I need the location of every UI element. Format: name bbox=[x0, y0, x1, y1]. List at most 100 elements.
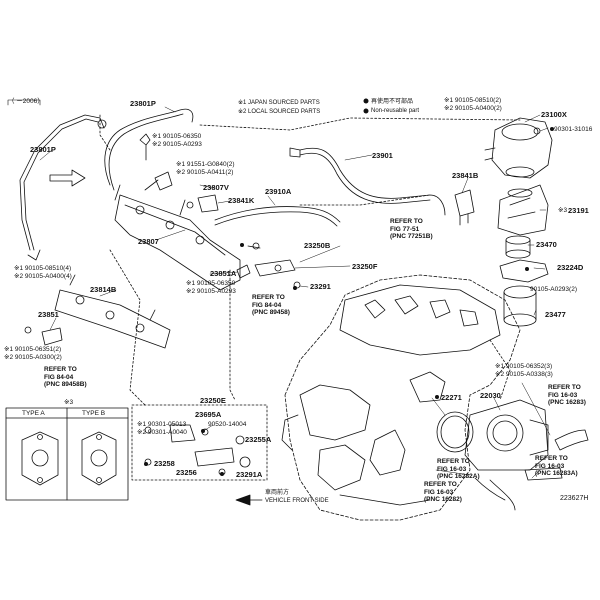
note-90105-06351: ※1 90105-06351(2) bbox=[4, 346, 62, 353]
refer-line-3: (PNC 77251B) bbox=[390, 233, 433, 240]
o-ring bbox=[507, 188, 533, 198]
refer-fig-77-51[interactable]: REFER TO FIG 77-51 (PNC 77251B) bbox=[390, 218, 433, 241]
water-hose-16283a bbox=[524, 467, 563, 481]
callout-23291: 23291 bbox=[310, 282, 331, 291]
legend-jp-nonreusable: 再使用不可部品 bbox=[371, 99, 414, 105]
callout-23801p-left: 23801P bbox=[30, 145, 56, 154]
callout-23256: 23256 bbox=[176, 468, 197, 477]
vehicle-front-en: VEHICLE FRONT SIDE bbox=[265, 498, 329, 504]
diagram-code: 223627H bbox=[560, 495, 589, 502]
refer-fig-84-04-b[interactable]: REFER TO FIG 84-04 (PNC 89458) bbox=[252, 294, 290, 317]
bolt bbox=[139, 133, 151, 161]
callout-2006: （ －2006） bbox=[8, 98, 44, 105]
note-90105-a0293: ※2 90105-A0293 bbox=[152, 141, 202, 148]
callout-23695a: 23695A bbox=[195, 410, 222, 419]
note-90105-08510-4: ※1 90105-08510(4) bbox=[14, 265, 72, 272]
pump-bracket bbox=[497, 184, 549, 236]
callout-23801p-top: 23801P bbox=[130, 99, 156, 108]
connector-23841b bbox=[454, 189, 475, 217]
refer-line-1: REFER TO bbox=[424, 481, 457, 488]
callout-23191: 23191 bbox=[568, 206, 589, 215]
callout-23851: 23851 bbox=[38, 310, 59, 319]
note-90520-14004: 90520-14004 bbox=[208, 421, 247, 428]
pulsation-damper bbox=[154, 171, 173, 191]
refer-line-1: REFER TO bbox=[44, 366, 77, 373]
callout-23224d: 23224D bbox=[557, 263, 584, 272]
note-90105-06352: ※1 90105-06352(3) bbox=[495, 363, 553, 370]
water-hose-16282 bbox=[474, 477, 506, 501]
note-90105-a0411: ※2 90105-A0411(2) bbox=[176, 169, 234, 176]
callout-23901: 23901 bbox=[372, 151, 393, 160]
refer-fig-16-03-16283[interactable]: REFER TO FIG 16-03 (PNC 16283) bbox=[548, 384, 586, 407]
water-hose-16283 bbox=[554, 429, 589, 451]
callout-23851a: 23851A bbox=[210, 269, 237, 278]
refer-fig-16-03-16283a[interactable]: REFER TO FIG 16-03 (PNC 16283A) bbox=[535, 455, 578, 478]
vehicle-front-arrow-icon bbox=[235, 494, 251, 506]
note-s3-box: ※3 bbox=[64, 399, 74, 406]
injector-assembly-box bbox=[131, 404, 268, 481]
refer-fig-16-03-16282[interactable]: REFER TO FIG 16-03 (PNC 16282) bbox=[424, 481, 462, 504]
callout-23470: 23470 bbox=[536, 240, 557, 249]
note-s3-23191: ※3 bbox=[558, 207, 568, 214]
refer-line-2: FIG 16-03 bbox=[548, 391, 578, 399]
refer-line-1: REFER TO bbox=[390, 218, 423, 225]
fuel-pipe-23801p bbox=[104, 108, 194, 186]
injector-23851 bbox=[41, 327, 63, 346]
callout-23258: 23258 bbox=[154, 459, 175, 468]
callout-23255a: 23255A bbox=[245, 435, 272, 444]
throttle-gasket bbox=[436, 411, 474, 453]
refer-line-1: REFER TO bbox=[437, 458, 470, 465]
callout-23291a: 23291A bbox=[236, 470, 263, 479]
note-90105-a0293-2: 90105-A0293(2) bbox=[530, 286, 577, 293]
callout-22030: 22030 bbox=[480, 391, 501, 400]
pump-lifter bbox=[505, 235, 531, 259]
fuel-pipe-23901 bbox=[299, 147, 446, 216]
note-90105-a0338: ※2 90105-A0338(3) bbox=[495, 371, 553, 378]
refer-line-3: (PNC 16282) bbox=[424, 496, 462, 503]
injector-23250b bbox=[254, 259, 296, 277]
refer-line-3: (PNC 16283) bbox=[548, 399, 586, 406]
connector-23841k bbox=[197, 194, 219, 213]
legend-local-sourced: ※2 LOCAL SOURCED PARTS bbox=[238, 109, 321, 115]
refer-line-3: (PNC 89458B) bbox=[44, 381, 87, 388]
refer-fig-84-04-a[interactable]: REFER TO FIG 84-04 (PNC 89458B) bbox=[44, 366, 87, 389]
arrow-right-icon bbox=[49, 169, 86, 187]
callout-23841k: 23841K bbox=[228, 196, 255, 205]
delivery-pipe-23814b bbox=[54, 274, 171, 349]
note-90105-a0400-2: ※2 90105-A0400(2) bbox=[444, 105, 502, 112]
note-90105-08510-2: ※1 90105-08510(2) bbox=[444, 97, 502, 104]
note-90301-a0040: ※2 90301-A0040 bbox=[137, 429, 187, 436]
type-b-label: TYPE B bbox=[82, 410, 106, 417]
refer-line-3: (PNC 16282A) bbox=[437, 473, 480, 480]
note-90105-a0400-4: ※2 90105-A0400(4) bbox=[14, 273, 72, 280]
legend-nonreusable: Non-reusable part bbox=[371, 108, 420, 114]
injector-23250e bbox=[194, 447, 235, 467]
type-a-label: TYPE A bbox=[22, 410, 45, 417]
fuel-pipe-23910a bbox=[214, 206, 341, 223]
callout-23250f: 23250F bbox=[352, 262, 378, 271]
throttle-body bbox=[464, 399, 549, 471]
refer-line-2: FIG 84-04 bbox=[252, 301, 282, 309]
pump-housing bbox=[503, 285, 537, 327]
refer-line-3: (PNC 89458) bbox=[252, 309, 290, 316]
callout-23910a: 23910A bbox=[265, 187, 292, 196]
note-90105-06350-b: ※1 90105-06350 bbox=[186, 280, 236, 287]
fuel-rail bbox=[114, 184, 241, 291]
refer-line-1: REFER TO bbox=[252, 294, 285, 301]
pump-gasket bbox=[499, 259, 549, 283]
callout-23477: 23477 bbox=[545, 310, 566, 319]
callout-23807: 23807 bbox=[138, 237, 159, 246]
callout-22271: 22271 bbox=[441, 393, 462, 402]
refer-line-3: (PNC 16283A) bbox=[535, 470, 578, 477]
note-90105-a0293-b: ※2 90105-A0293 bbox=[186, 288, 236, 295]
refer-fig-16-03-16282a[interactable]: REFER TO FIG 16-03 (PNC 16282A) bbox=[437, 458, 480, 481]
gasket-type-a bbox=[21, 431, 59, 486]
refer-line-2: FIG 77-51 bbox=[390, 225, 420, 233]
legend-japan-sourced: ※1 JAPAN SOURCED PARTS bbox=[238, 100, 320, 106]
non-reusable-dot-icon bbox=[363, 98, 369, 104]
vehicle-front-jp: 車両前方 bbox=[265, 490, 290, 496]
non-reusable-dot-icon-2 bbox=[363, 108, 369, 114]
callout-23814b: 23814B bbox=[90, 285, 117, 294]
callout-23807v: 23807V bbox=[203, 183, 229, 192]
